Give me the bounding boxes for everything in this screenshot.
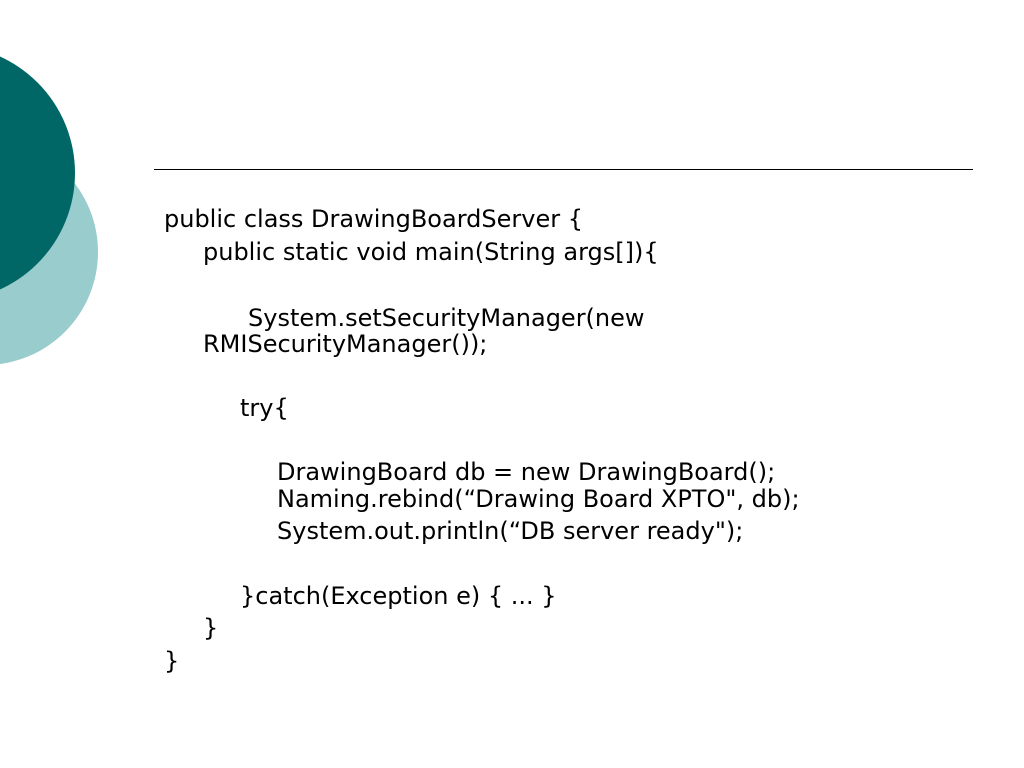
code-line: } bbox=[164, 647, 180, 675]
code-line: Naming.rebind(“Drawing Board XPTO", db); bbox=[277, 485, 800, 513]
code-line: } bbox=[203, 614, 219, 642]
decorative-circles bbox=[0, 56, 98, 364]
code-line: public class DrawingBoardServer { bbox=[164, 205, 583, 233]
code-line: public static void main(String args[]){ bbox=[203, 238, 659, 266]
code-line: DrawingBoard db = new DrawingBoard(); bbox=[277, 458, 776, 486]
code-line: try{ bbox=[240, 394, 289, 422]
dark-teal-circle bbox=[0, 56, 75, 290]
code-line: System.out.println(“DB server ready"); bbox=[277, 517, 744, 545]
code-line: }catch(Exception e) { ... } bbox=[240, 582, 557, 610]
title-divider bbox=[154, 169, 973, 170]
code-line: System.setSecurityManager(new bbox=[248, 304, 645, 332]
code-line: RMISecurityManager()); bbox=[203, 330, 488, 358]
